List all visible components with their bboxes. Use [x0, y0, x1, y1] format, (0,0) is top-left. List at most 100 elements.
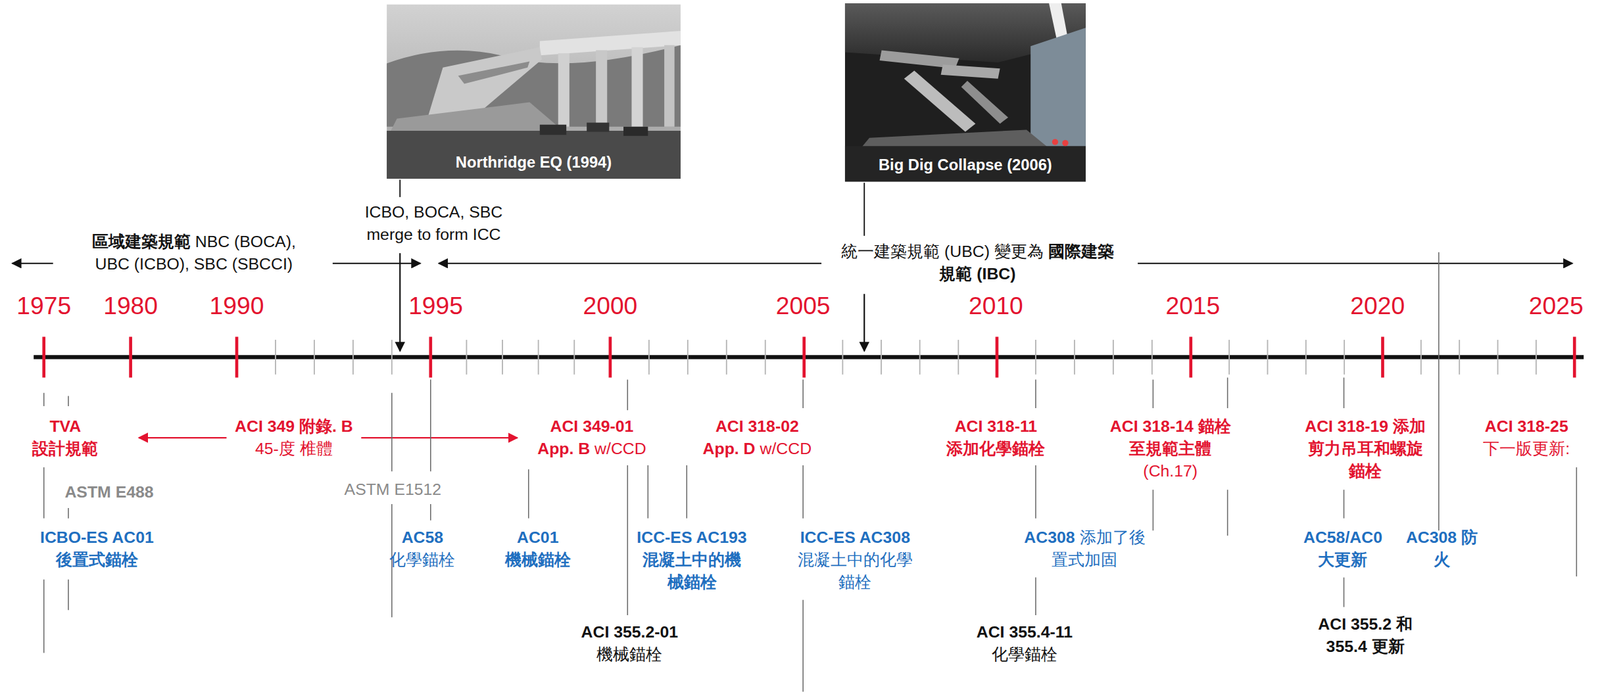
- timeline-label: ICC-ES AC308: [800, 528, 911, 547]
- photo-tail-light: [1062, 140, 1068, 146]
- photo-deck: [539, 30, 681, 56]
- leader-line: [43, 580, 45, 654]
- label-line: 2000: [582, 291, 638, 321]
- timeline-axis: [33, 355, 1584, 360]
- tick-group: [44, 336, 1575, 378]
- label-line: AC58/AC0 大更新: [1293, 526, 1392, 572]
- label-line: (Ch.17): [1104, 460, 1236, 483]
- label-line: 下一版更新:: [1482, 437, 1570, 461]
- photo-pillar: [558, 53, 570, 127]
- timeline-label: ACI 355.2-01: [581, 623, 679, 642]
- leader-line: [1227, 377, 1229, 409]
- leader-line: [626, 380, 629, 412]
- label-line: ACI 355.4-11: [976, 621, 1073, 644]
- timeline-label: AC01 機械錨栓: [505, 528, 571, 569]
- minor-tick: [1035, 339, 1037, 375]
- timeline-label: App. D: [703, 439, 756, 458]
- minor-tick: [352, 339, 354, 375]
- label-line: ICC-ES AC193 混凝土中的機械錨栓: [634, 526, 750, 594]
- label-group: AC01 機械錨栓: [486, 526, 589, 572]
- label-group: AC308添加了後置式加固: [1023, 526, 1146, 572]
- label-line: 化學錨栓: [389, 549, 456, 572]
- leader-line: [1035, 578, 1037, 616]
- timeline-label: ICBO, BOCA, SBC merge to form ICC: [364, 203, 504, 244]
- leader-line: [802, 600, 804, 693]
- major-tick: [995, 336, 999, 378]
- label-line: 2010: [968, 291, 1024, 321]
- minor-tick: [841, 339, 844, 375]
- leader-line: [67, 395, 70, 407]
- freeway-photo: [386, 4, 681, 179]
- label-line: AC308 防火: [1404, 526, 1480, 572]
- label-line: ACI 318-25: [1482, 415, 1570, 438]
- minor-tick: [537, 339, 540, 375]
- label-line: 1980: [103, 291, 158, 321]
- label-line: App. Dw/CCD: [703, 437, 812, 461]
- label-line: ACI 355.2-01: [581, 621, 679, 644]
- timeline-label: ACI 349 附錄. B: [234, 417, 354, 436]
- label-group: ACI 318-19 添加剪力吊耳和螺旋錨栓: [1300, 415, 1431, 483]
- year-label: 2005: [775, 291, 831, 320]
- leader-line: [1152, 380, 1155, 409]
- label-line: App. Bw/CCD: [537, 437, 646, 461]
- photo-sky: [386, 4, 681, 179]
- timeline-label: 化學錨栓: [389, 551, 456, 569]
- minor-tick: [1497, 339, 1499, 375]
- timeline-label: ASTM E488: [64, 483, 154, 502]
- photo-road: [845, 145, 1086, 182]
- timeline-label: ACI 318-11 添加化學錨栓: [946, 417, 1045, 458]
- major-tick: [42, 336, 46, 378]
- label-group: ICBO-ES AC01 後置式錨栓: [25, 526, 169, 572]
- timeline-label: ASTM E1512: [344, 480, 442, 499]
- year-label: 2020: [1350, 291, 1405, 320]
- minor-tick: [880, 339, 882, 375]
- major-tick: [608, 336, 613, 378]
- photo-car: [586, 122, 609, 133]
- timeline-label: AC58: [401, 528, 444, 547]
- leader-line: [399, 179, 401, 197]
- leader-line: [1035, 380, 1037, 409]
- timeline-label: AC308: [1023, 528, 1075, 547]
- label-line: 混凝土中的化學錨栓: [795, 549, 916, 594]
- photo-ground: [845, 3, 1086, 183]
- label-group: TVA 設計規範: [24, 415, 106, 461]
- label-line: 統一建築規範 (UBC) 變更為國際建築規範 (IBC): [837, 240, 1118, 286]
- major-tick: [802, 336, 806, 378]
- label-line: ACI 349-01: [537, 415, 646, 438]
- leader-line: [685, 465, 688, 519]
- timeline-label: w/CCD: [594, 439, 647, 458]
- photo-pillar: [595, 49, 607, 127]
- span-arrow: [361, 437, 517, 439]
- leader-line: [391, 393, 393, 472]
- label-line: AC308添加了後置式加固: [1023, 526, 1146, 572]
- label-group: ACI 349 附錄. B45-度 椎體: [234, 415, 354, 461]
- label-group: ACI 355.4-11化學錨栓: [976, 621, 1073, 667]
- label-line: 1975: [16, 291, 72, 321]
- label-line: ICC-ES AC308: [795, 526, 916, 550]
- label-line: TVA 設計規範: [24, 415, 106, 461]
- photo-tail-light: [1052, 138, 1059, 145]
- timeline-label: 混凝土中的化學錨栓: [797, 551, 913, 592]
- label-line: ASTM E1512: [344, 478, 442, 502]
- year-label-group: 2010: [968, 291, 1024, 321]
- minor-tick: [313, 339, 316, 375]
- event-arrow: [863, 293, 865, 352]
- leader-line: [430, 504, 432, 521]
- minor-tick: [1112, 339, 1115, 375]
- label-line: ACI 318-14 錨栓至規範主體: [1104, 415, 1236, 461]
- leader-line: [863, 182, 865, 237]
- label-group: AC58 化學錨栓: [389, 526, 456, 572]
- label-group: ACI 318-14 錨栓至規範主體(Ch.17): [1104, 415, 1236, 483]
- photo-pillar: [664, 45, 675, 127]
- span-arrow: [138, 437, 227, 439]
- leader-line: [1343, 578, 1345, 608]
- photo-caption: Northridge EQ (1994): [386, 151, 681, 174]
- label-group: ACI 318-25下一版更新:: [1482, 415, 1570, 461]
- leader-line: [1152, 489, 1155, 531]
- year-label-group: 2025: [1528, 291, 1584, 321]
- year-label-group: 2000: [582, 291, 638, 321]
- timeline-label: (Ch.17): [1142, 462, 1198, 481]
- major-tick: [1573, 336, 1577, 378]
- label-line: ACI 355.2 和 355.4 更新: [1311, 613, 1420, 659]
